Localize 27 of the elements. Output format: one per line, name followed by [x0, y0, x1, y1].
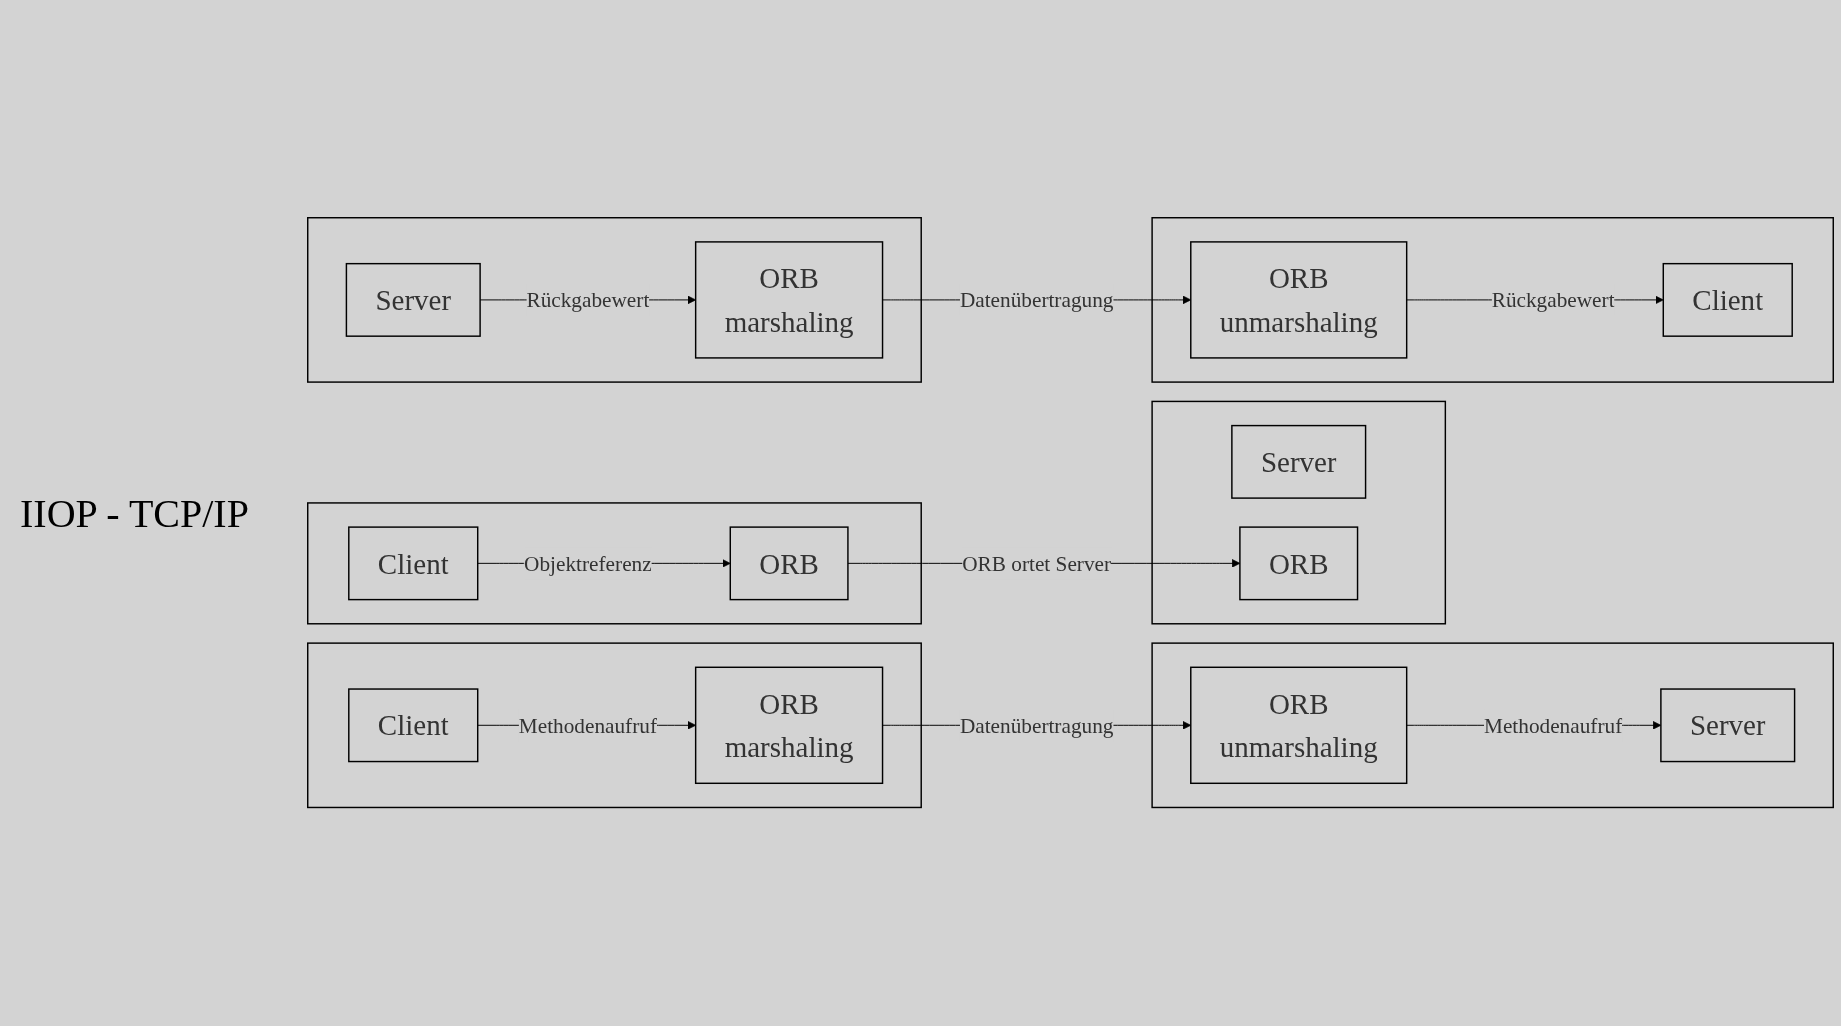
- node-box: ORB marshaling: [694, 241, 884, 360]
- node-box: ORB: [729, 526, 849, 601]
- cluster: [1151, 401, 1447, 625]
- edge-label: Objektreferenz: [524, 551, 652, 576]
- node-box: ORB: [1239, 526, 1359, 601]
- note-text: IIOP - TCP/IP: [20, 489, 250, 537]
- edge-label: ORB ortet Server: [962, 551, 1112, 576]
- node-box: ORB unmarshaling: [1190, 241, 1408, 360]
- node-box: ORB unmarshaling: [1190, 666, 1408, 785]
- cluster: [1151, 217, 1834, 384]
- node-box: Client: [348, 526, 479, 601]
- cluster: [1151, 642, 1834, 809]
- edge-label: Rückgabewert: [1491, 288, 1615, 313]
- edge-label: Datenübertragung: [959, 713, 1114, 738]
- node-box: Server: [1231, 425, 1367, 500]
- node-box: Client: [1662, 263, 1793, 338]
- cluster: [307, 502, 922, 625]
- edge-label: Methodenaufruf: [1484, 713, 1623, 738]
- node-box: Server: [345, 263, 481, 338]
- cluster: [307, 642, 922, 809]
- cluster: [307, 217, 922, 384]
- edge-label: Datenübertragung: [959, 288, 1114, 313]
- edge-label: Rückgabewert: [526, 288, 650, 313]
- node-box: Server: [1660, 688, 1796, 763]
- node-box: Client: [348, 688, 479, 763]
- node-box: ORB marshaling: [694, 666, 884, 785]
- edge-label: Methodenaufruf: [518, 713, 657, 738]
